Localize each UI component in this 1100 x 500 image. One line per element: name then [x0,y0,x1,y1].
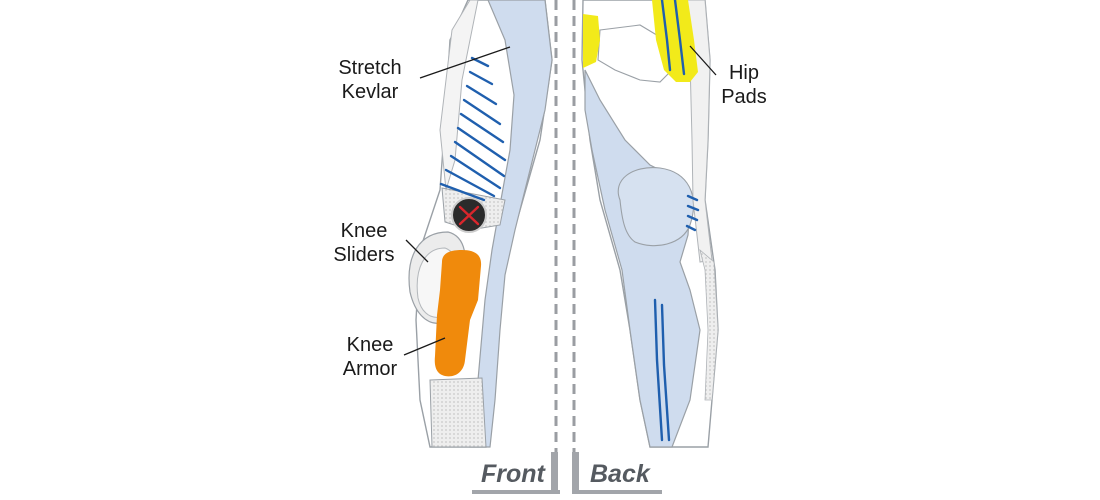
label-hip-pads-line1: Hip [728,62,759,84]
label-stretch-kevlar: Stretch Kevlar [322,56,418,104]
center-divider [472,0,662,494]
label-hip-pads: Hip Pads [712,61,776,109]
label-knee-armor: Knee Armor [330,333,410,381]
leader-hip-pads [689,45,717,76]
label-knee-sliders: Knee Sliders [320,219,408,267]
back-stitching [653,0,700,442]
view-label-front: Front [481,460,545,488]
hip-pad-left [583,14,600,68]
front-leg [408,0,553,448]
leader-knee-sliders [405,239,429,263]
leader-stretch-kevlar [419,46,511,79]
label-knee-armor-line2: Armor [342,358,398,380]
view-label-back: Back [590,460,650,488]
knee-armor-pad [434,250,482,377]
leader-lines [403,45,717,356]
front-stitching [439,56,507,202]
label-knee-armor-line1: Knee [346,334,394,356]
label-stretch-kevlar-line1: Stretch [338,57,402,79]
label-stretch-kevlar-line2: Kevlar [341,81,399,103]
label-knee-sliders-line2: Sliders [333,244,395,266]
x-logo-icon [451,197,487,233]
label-hip-pads-line2: Pads [721,86,767,108]
leader-knee-armor [403,337,446,356]
back-leg [581,0,719,448]
label-knee-sliders-line1: Knee [340,220,388,242]
